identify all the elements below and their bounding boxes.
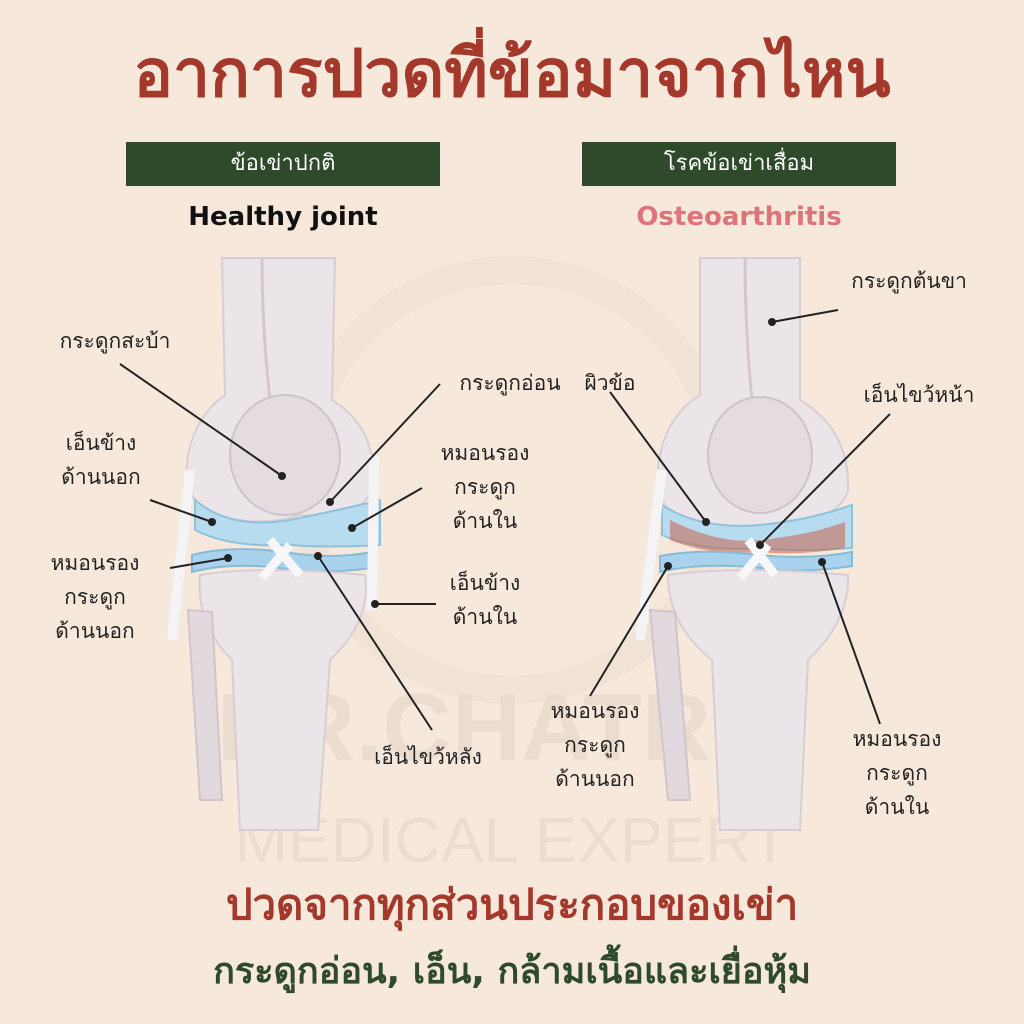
watermark-line2: MEDICAL EXPERT bbox=[235, 804, 790, 876]
oa-patella-bone bbox=[707, 396, 813, 514]
bottom-headline: ปวดจากทุกส่วนประกอบของเข่า bbox=[225, 880, 799, 929]
leader-patella bbox=[119, 363, 283, 477]
healthy-subtitle: Healthy joint bbox=[188, 202, 378, 232]
fibula-bone bbox=[186, 608, 224, 801]
leader-pcl bbox=[317, 555, 433, 731]
leader-acl bbox=[759, 413, 891, 546]
cruciate-ligament bbox=[258, 537, 304, 581]
leader-lateral-ligament bbox=[149, 499, 213, 523]
label-cartilage: กระดูกอ่อน bbox=[459, 371, 561, 395]
leader-lateral-meniscus bbox=[169, 557, 229, 569]
healthy-header-bar: ข้อเข่าปกติ bbox=[126, 142, 440, 186]
leader-joint-surface bbox=[609, 391, 707, 523]
healthy-knee bbox=[119, 257, 441, 831]
label-patella: กระดูกสะบ้า bbox=[59, 329, 171, 353]
medial-ligament bbox=[367, 454, 379, 611]
articular-cartilage bbox=[194, 497, 381, 548]
label-medial-ligament: เอ็นข้าง ด้านใน bbox=[449, 571, 521, 629]
label-pcl: เอ็นไขว้หลัง bbox=[374, 745, 482, 769]
label-oa-lateral-meniscus: หมอนรอง กระดูก ด้านนอก bbox=[550, 699, 640, 791]
label-medial-meniscus: หมอนรอง กระดูก ด้านใน bbox=[440, 441, 530, 533]
osteo-subtitle: Osteoarthritis bbox=[636, 202, 842, 232]
leader-oa-lateral-meniscus bbox=[589, 565, 669, 697]
label-lateral-meniscus: หมอนรอง กระดูก ด้านนอก bbox=[50, 551, 140, 643]
oa-lateral-ligament bbox=[635, 469, 667, 641]
page-title: อาการปวดที่ข้อมาจากไหน bbox=[133, 35, 891, 112]
oa-fibula-bone bbox=[648, 608, 692, 801]
label-lateral-ligament: เอ็นข้าง ด้านนอก bbox=[61, 431, 141, 489]
label-oa-medial-meniscus: หมอนรอง กระดูก ด้านใน bbox=[852, 727, 942, 819]
leader-femur bbox=[771, 309, 839, 323]
label-femur: กระดูกต้นขา bbox=[851, 269, 967, 293]
label-joint-surface: ผิวข้อ bbox=[584, 371, 636, 395]
oa-inflammation bbox=[670, 520, 845, 554]
oa-cruciate-ligament bbox=[736, 537, 779, 581]
osteo-header-bar: โรคข้อเข่าเสื่อม bbox=[582, 142, 896, 186]
patella-bone bbox=[229, 394, 341, 516]
osteoarthritis-knee bbox=[589, 257, 891, 831]
bottom-subline: กระดูกอ่อน, เอ็น, กล้ามเนื้อและเยื่อหุ้ม bbox=[213, 951, 811, 992]
lateral-ligament bbox=[167, 469, 195, 641]
label-acl: เอ็นไขว้หน้า bbox=[863, 383, 975, 407]
leader-oa-medial-meniscus bbox=[821, 561, 881, 725]
leader-medial-meniscus bbox=[351, 487, 423, 529]
oa-femur-shaft-line bbox=[743, 257, 754, 401]
femur-shaft-line bbox=[260, 257, 272, 401]
leader-cartilage bbox=[329, 383, 441, 503]
